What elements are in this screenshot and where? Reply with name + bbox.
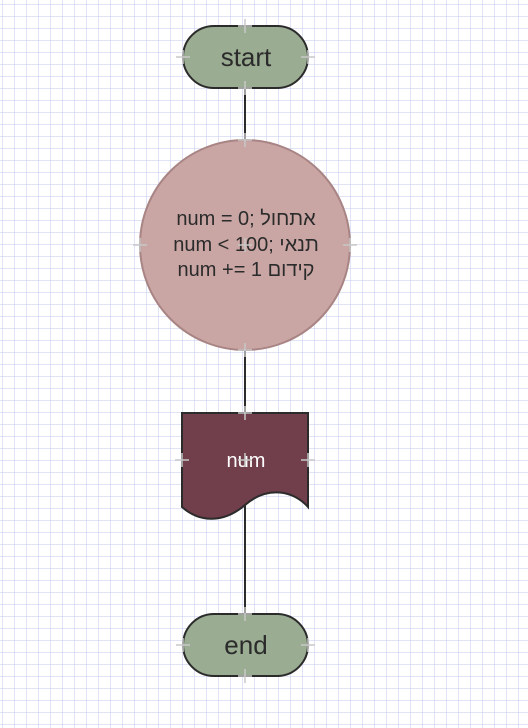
port-marker-icon[interactable]: [301, 453, 315, 467]
port-marker-icon[interactable]: [238, 343, 252, 357]
port-marker-icon[interactable]: [238, 406, 252, 420]
loop-increment-line: num += 1 קידום: [178, 259, 315, 281]
start-label: start: [221, 42, 272, 72]
port-marker-icon[interactable]: [238, 238, 252, 252]
port-marker-icon[interactable]: [176, 638, 190, 652]
end-node[interactable]: end: [182, 613, 309, 677]
port-marker-icon[interactable]: [238, 453, 252, 467]
port-marker-icon[interactable]: [175, 453, 189, 467]
port-marker-icon[interactable]: [301, 50, 315, 64]
port-marker-icon[interactable]: [343, 238, 357, 252]
output-label: num: [227, 450, 266, 472]
loop-init-line: num = 0; אתחול: [176, 208, 316, 230]
port-marker-icon[interactable]: [238, 607, 252, 621]
port-marker-icon[interactable]: [238, 133, 252, 147]
port-marker-icon[interactable]: [238, 81, 252, 95]
start-node[interactable]: start: [182, 25, 309, 89]
end-label: end: [224, 630, 267, 660]
port-marker-icon[interactable]: [176, 50, 190, 64]
port-marker-icon[interactable]: [238, 19, 252, 33]
port-marker-icon[interactable]: [238, 669, 252, 683]
port-marker-icon[interactable]: [301, 638, 315, 652]
port-marker-icon[interactable]: [133, 238, 147, 252]
port-markers: [133, 19, 357, 683]
